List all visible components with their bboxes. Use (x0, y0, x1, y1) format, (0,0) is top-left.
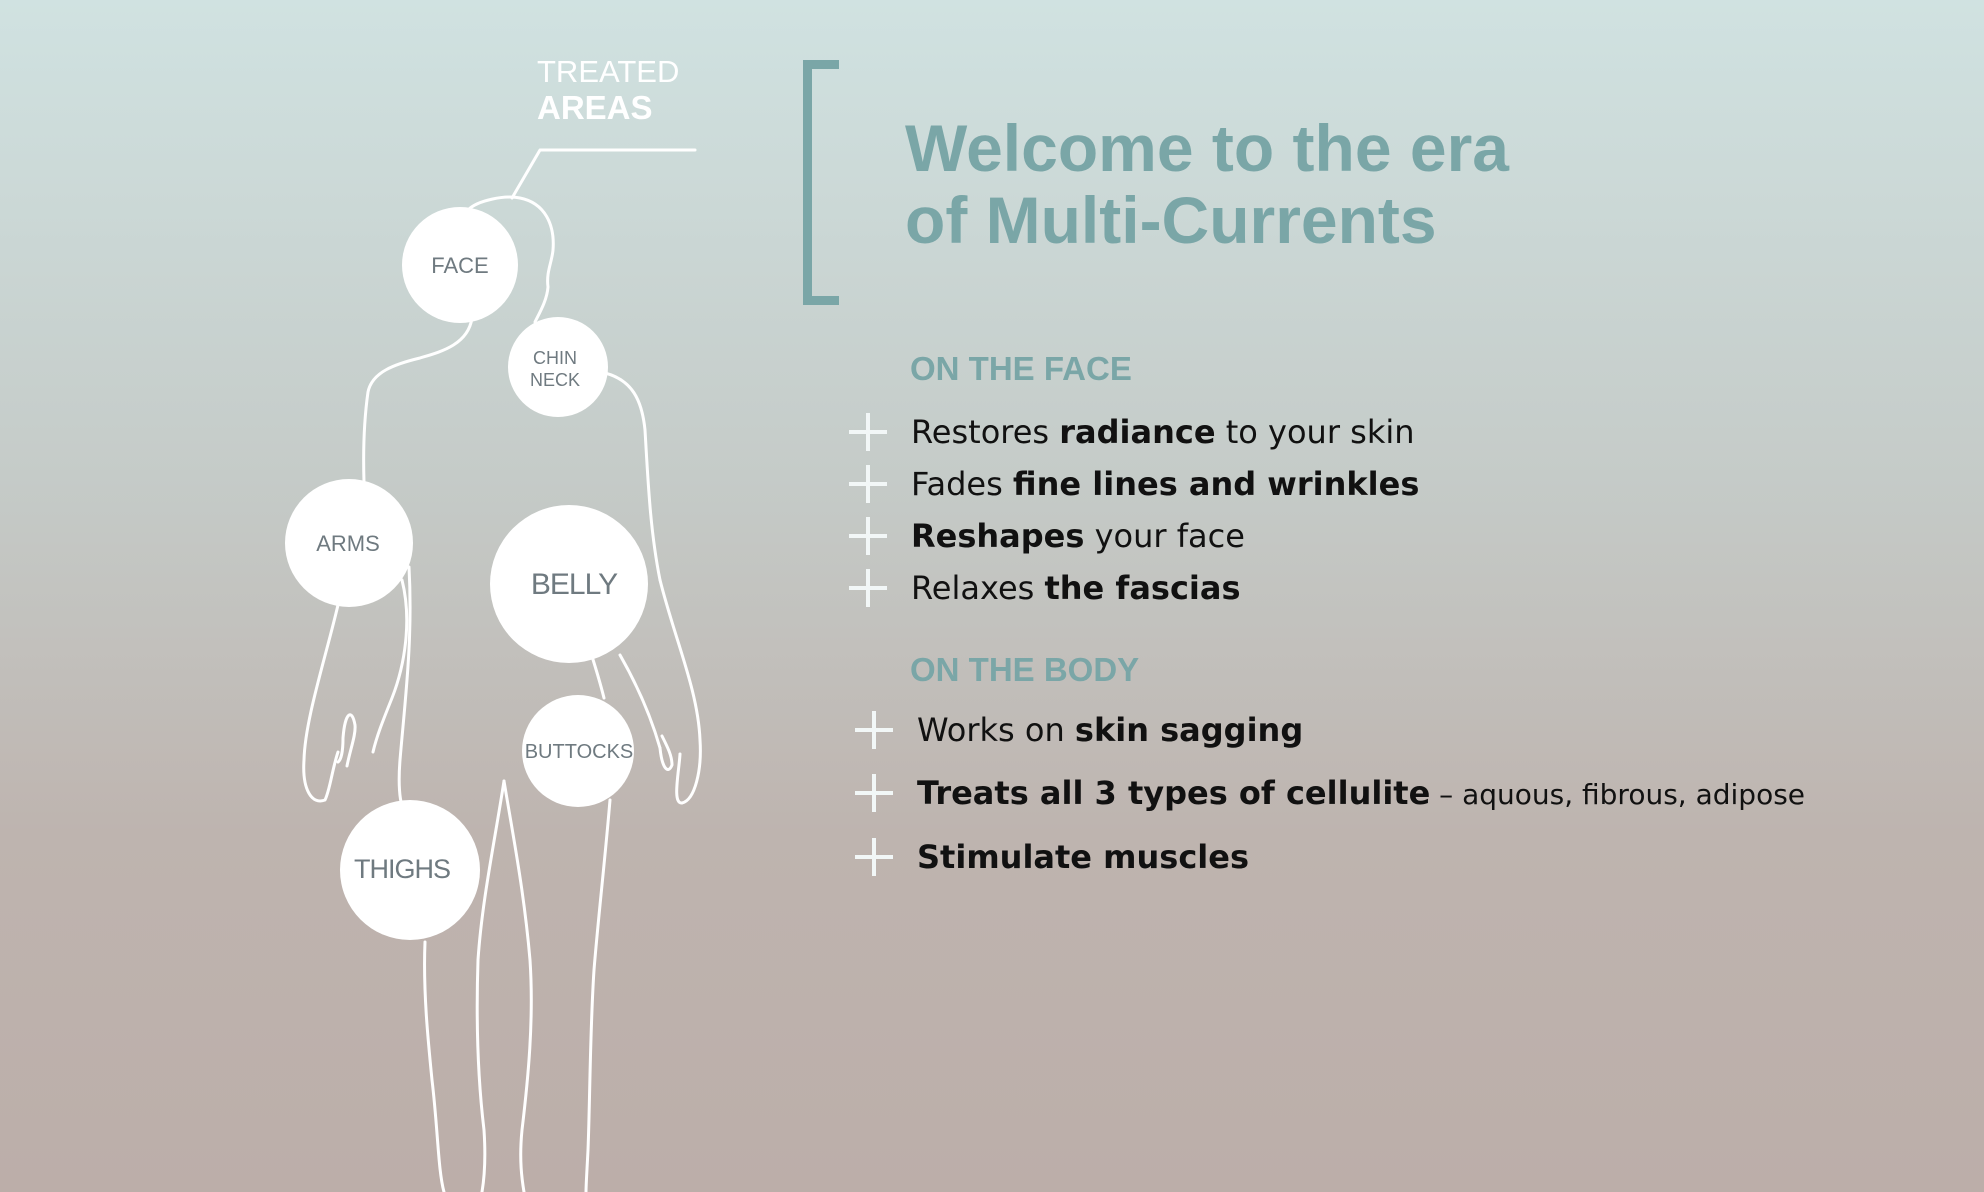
treated-label-line1: TREATED (537, 54, 680, 89)
face-benefit-item: Relaxes the fascias (849, 569, 1241, 607)
left-shoulder-outline (362, 316, 474, 484)
plus-icon (849, 517, 887, 555)
plus-icon (855, 711, 893, 749)
left-arm-outline (302, 603, 340, 803)
benefit-text: Relaxes the fascias (911, 569, 1241, 607)
face-benefit-item: Fades fine lines and wrinkles (849, 465, 1419, 503)
plus-icon (855, 838, 893, 876)
benefit-text: Stimulate muscles (917, 838, 1249, 876)
plus-icon (855, 774, 893, 812)
body-benefit-item: Treats all 3 types of cellulite – aquous… (855, 774, 1805, 812)
body-benefit-item: Stimulate muscles (855, 838, 1249, 876)
benefit-text: Restores radiance to your skin (911, 413, 1415, 451)
inner-leg-outline (475, 779, 506, 1192)
zone-thighs[interactable]: THIGHS (340, 800, 480, 940)
treated-areas-label: TREATED AREAS (537, 54, 679, 126)
face-section-title: ON THE FACE (910, 350, 1132, 387)
zone-label-neck: NECK (530, 370, 580, 390)
face-benefit-item: Restores radiance to your skin (849, 413, 1415, 451)
zone-face[interactable]: FACE (402, 207, 518, 323)
zone-label-face: FACE (431, 253, 488, 278)
plus-icon (849, 569, 887, 607)
zone-label-chin: CHIN (533, 348, 577, 368)
right-shoulder-outline (603, 371, 662, 582)
left-leg-outline (423, 940, 446, 1192)
benefit-text: Fades fine lines and wrinkles (911, 465, 1420, 503)
head-outline (466, 195, 555, 324)
plus-icon (849, 413, 887, 451)
body-section-title: ON THE BODY (910, 651, 1140, 688)
headline-bracket (803, 60, 839, 305)
zone-buttocks[interactable]: BUTTOCKS (522, 695, 634, 807)
zone-label-thighs: THIGHS (354, 854, 450, 884)
callout-line (510, 148, 697, 200)
zone-arms[interactable]: ARMS (285, 479, 413, 607)
zone-label-belly: BELLY (531, 568, 618, 601)
face-benefit-item: Reshapes your face (849, 517, 1245, 555)
benefit-text: Treats all 3 types of cellulite – aquous… (917, 774, 1806, 812)
zone-label-arms: ARMS (316, 531, 380, 556)
headline-line2: of Multi-Currents (905, 183, 1437, 257)
body-benefit-item: Works on skin sagging (855, 711, 1303, 749)
page-headline: Welcome to the era of Multi-Currents (905, 112, 1509, 256)
plus-icon (849, 465, 887, 503)
headline-line1: Welcome to the era (905, 111, 1509, 185)
zone-belly[interactable]: BELLY (490, 505, 648, 663)
treated-label-line2: AREAS (537, 89, 653, 126)
benefit-text: Reshapes your face (911, 517, 1245, 555)
zone-label-buttocks: BUTTOCKS (525, 741, 634, 763)
right-leg-outline (584, 798, 612, 1192)
benefit-text: Works on skin sagging (917, 711, 1304, 749)
zone-chin-neck[interactable]: CHIN NECK (508, 317, 608, 417)
